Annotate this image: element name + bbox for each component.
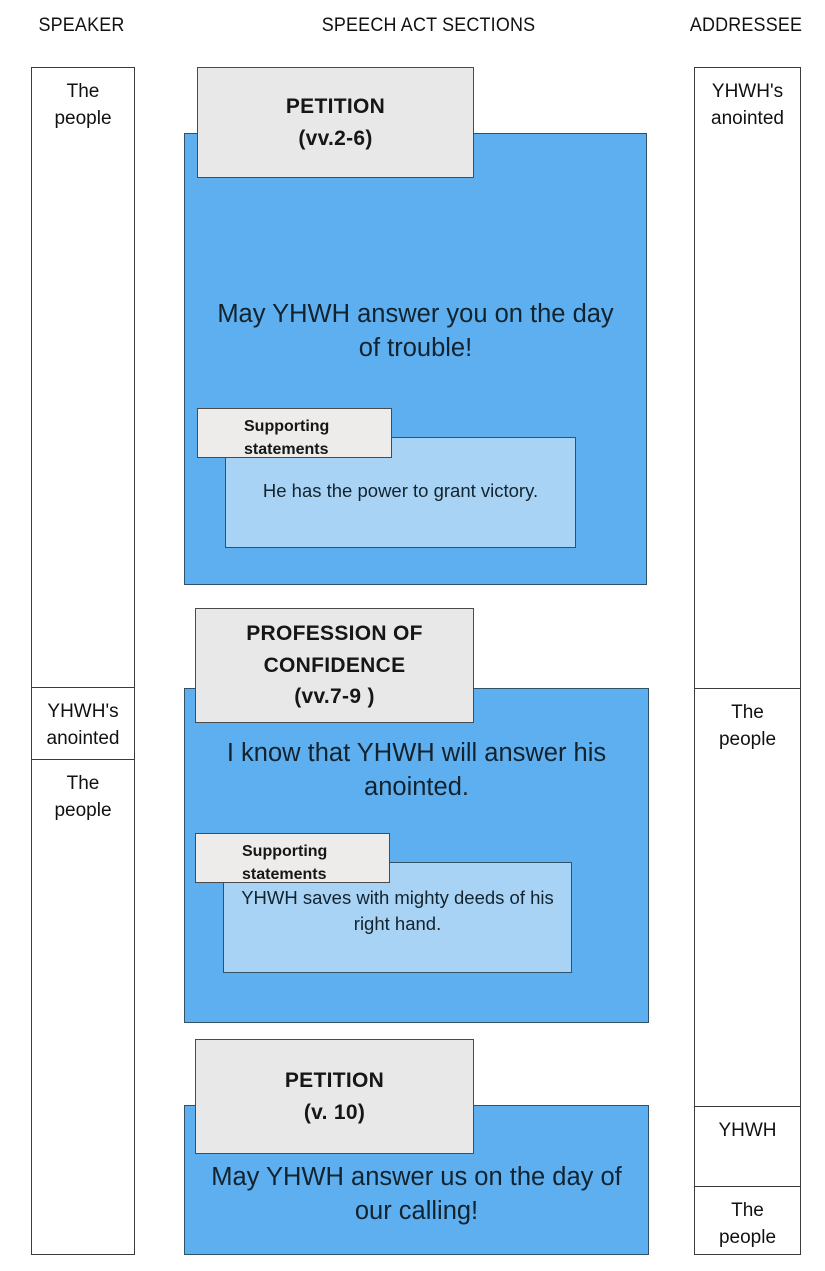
- section-tab-petition-2: PETITION (v. 10): [195, 1039, 474, 1154]
- supporting-block-petition-1: He has the power to grant victory.: [225, 437, 576, 548]
- supporting-text-profession-of-confidence: YHWH saves with mighty deeds of his righ…: [241, 887, 554, 934]
- section-tab-verse-petition-1: (vv.2-6): [298, 126, 373, 150]
- section-main-text-petition-1: May YHWH answer you on the day of troubl…: [217, 300, 614, 362]
- column-heading-speech-act-sections: SPEECH ACT SECTIONS: [321, 14, 536, 36]
- supporting-text-petition-1: He has the power to grant victory.: [262, 480, 539, 501]
- section-tab-verse-petition-2: (v. 10): [303, 1100, 366, 1124]
- column-heading-addressee: ADDRESSEE: [689, 14, 803, 36]
- addressee-cell-yhwh: YHWH: [695, 1106, 800, 1186]
- section-tab-verse-profession-of-confidence: (vv.7-9 ): [294, 685, 375, 709]
- column-heading-speaker: SPEAKER: [38, 14, 125, 36]
- section-tab-title-petition-1: PETITION: [285, 95, 386, 118]
- section-main-text-petition-2: May YHWH answer us on the day of our cal…: [211, 1163, 622, 1225]
- section-tab-title-petition-2: PETITION: [284, 1069, 385, 1092]
- section-main-text-profession-of-confidence: I know that YHWH will answer his anointe…: [226, 739, 607, 801]
- section-tab-petition-1: PETITION (vv.2-6): [197, 67, 474, 178]
